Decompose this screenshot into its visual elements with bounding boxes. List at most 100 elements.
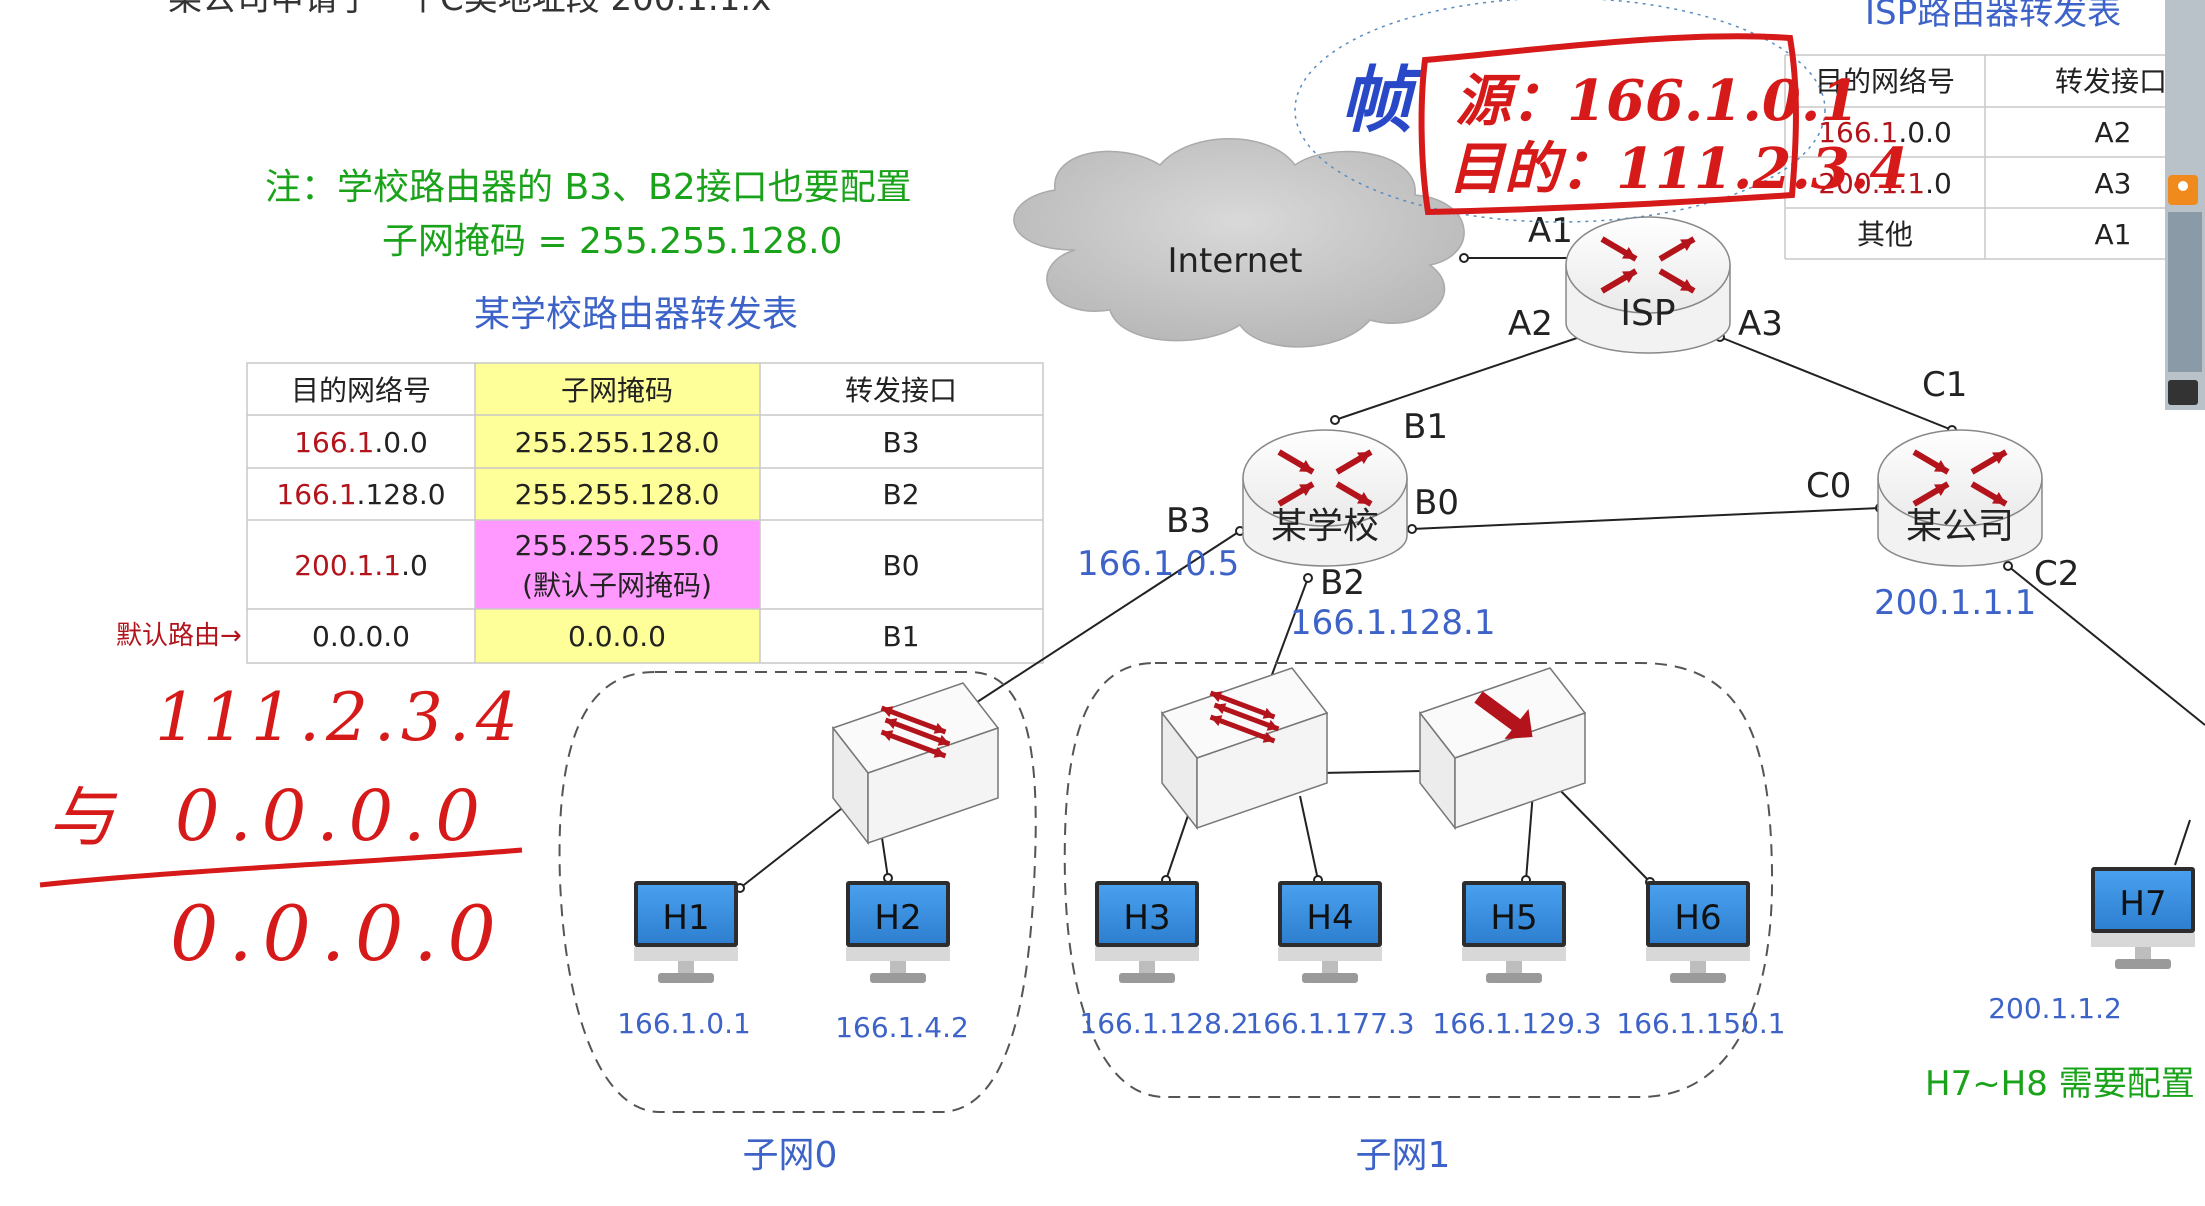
- school-table-title: 某学校路由器转发表: [474, 294, 798, 335]
- school-row2-iface: B2: [882, 478, 919, 511]
- calc-result: 0.0.0.0: [170, 889, 506, 978]
- host-ip: 166.1.177.3: [1245, 1007, 1414, 1040]
- monitor-icon: [1466, 885, 1562, 943]
- router-isp-arrows-icon: [1600, 236, 1696, 294]
- port-b2: B2: [1320, 563, 1365, 603]
- school-row4-mask: 0.0.0.0: [568, 620, 666, 653]
- router-company-label: 某公司: [1906, 506, 2014, 547]
- host-name: H4: [1306, 898, 1353, 938]
- and-calculation: 111.2.3.4 与 0.0.0.0 0.0.0.0: [39, 679, 524, 978]
- host-ip: 166.1.4.2: [835, 1011, 969, 1044]
- internet-label: Internet: [1167, 241, 1302, 281]
- isp-row3-dest: 其他: [1857, 218, 1913, 251]
- school-row1-mask: 255.255.128.0: [515, 426, 720, 459]
- host-h7[interactable]: H7 200.1.1.2: [1988, 867, 2195, 1025]
- host-name: H7: [2119, 884, 2166, 924]
- monitor-icon: [2095, 871, 2191, 929]
- router-school-label: 某学校: [1271, 506, 1379, 547]
- isp-row1-iface: A2: [2095, 116, 2132, 149]
- port-c2: C2: [2034, 554, 2079, 594]
- isp-row1-dest: 166.1.0.0: [1818, 116, 1952, 149]
- subnet0-boundary: [558, 671, 1037, 1113]
- school-row3-dest: 200.1.1.0: [294, 549, 428, 582]
- school-row2-dest: 166.1.128.0: [276, 478, 445, 511]
- frame-annotation: 帧 源：166.1.0.1 目的：111.2.3.4: [1294, 0, 1908, 223]
- subnet1-boundary: [1063, 662, 1774, 1098]
- port-c0: C0: [1806, 466, 1851, 506]
- school-header-mask: 子网掩码: [561, 374, 673, 407]
- switch-subnet0-arrows-icon: [880, 705, 951, 759]
- host-ip: 166.1.0.1: [617, 1007, 751, 1040]
- router-company-arrows-icon: [1912, 449, 2008, 507]
- school-header-dest: 目的网络号: [291, 374, 431, 407]
- isp-table-title: ISP路由器转发表: [1865, 0, 2121, 33]
- monitor-icon: [850, 885, 946, 943]
- ip-b3: 166.1.0.5: [1077, 544, 1239, 584]
- subnet1-label: 子网1: [1356, 1135, 1451, 1176]
- host-h5[interactable]: H5 166.1.129.3: [1432, 881, 1602, 1040]
- router-school-arrows-icon: [1277, 449, 1373, 507]
- switch-subnet1-arrows-icon: [1209, 690, 1280, 744]
- monitor-icon: [1099, 885, 1195, 943]
- mic-icon[interactable]: [2168, 380, 2198, 405]
- school-row3-mask-note: (默认子网掩码): [522, 569, 712, 602]
- video-overlay-strip: [2165, 0, 2205, 410]
- monitor-icon: [638, 885, 734, 943]
- host-name: H6: [1674, 898, 1721, 938]
- school-row3-mask: 255.255.255.0: [515, 529, 720, 562]
- top-caption: 某公司申请了一个C类地址段 200.1.1.x: [168, 0, 771, 19]
- host-h1[interactable]: H1 166.1.0.1: [617, 881, 751, 1040]
- port-c1: C1: [1922, 365, 1967, 405]
- default-route-label: 默认路由→: [116, 621, 242, 651]
- host-name: H5: [1490, 898, 1537, 938]
- host-ip: 166.1.128.2: [1079, 1007, 1248, 1040]
- internet-cloud: Internet: [1013, 138, 1465, 348]
- ip-c2: 200.1.1.1: [1874, 583, 2036, 623]
- h7-note: H7~H8 需要配置: [1925, 1064, 2195, 1104]
- calc-line-1: 111.2.3.4: [155, 679, 524, 756]
- ip-b2: 166.1.128.1: [1290, 603, 1495, 643]
- port-a1: A1: [1528, 211, 1573, 251]
- subnet0-label: 子网0: [743, 1135, 838, 1176]
- isp-forwarding-table: 目的网络号 转发接口 166.1.0.0 A2 200.1.1.0 A3 其他 …: [1784, 54, 2170, 260]
- subnet-boundaries: [558, 662, 1774, 1113]
- host-ip: 200.1.1.2: [1988, 992, 2122, 1025]
- router-school: 某学校: [1242, 429, 1408, 567]
- school-row4-iface: B1: [882, 620, 919, 653]
- isp-row3-iface: A1: [2095, 218, 2132, 251]
- frame-label: 帧: [1340, 57, 1424, 142]
- frame-dst: 目的：111.2.3.4: [1448, 136, 1908, 202]
- host-h4[interactable]: H4 166.1.177.3: [1245, 881, 1415, 1040]
- router-isp: ISP: [1565, 216, 1731, 354]
- school-header-iface: 转发接口: [845, 374, 957, 407]
- dotted-callout: [1294, 0, 1826, 223]
- host-h6[interactable]: H6 166.1.150.1: [1616, 881, 1786, 1040]
- switch-subnet1: [1160, 667, 1329, 831]
- note-line-2: 子网掩码 = 255.255.128.0: [382, 221, 842, 262]
- host-ip: 166.1.150.1: [1616, 1007, 1785, 1040]
- switch-subnet0: [831, 682, 1000, 846]
- school-row4-dest: 0.0.0.0: [312, 620, 410, 653]
- monitor-icon: [1282, 885, 1378, 943]
- calc-underline: [39, 847, 523, 888]
- host-ip: 166.1.129.3: [1432, 1007, 1601, 1040]
- frame-box: [1418, 33, 1799, 216]
- ip-labels: 166.1.0.5 166.1.128.1 200.1.1.1: [1077, 544, 2036, 643]
- switches: [831, 667, 1587, 846]
- routers: ISP 某学校 某公司: [1242, 216, 2043, 567]
- port-a2: A2: [1508, 304, 1553, 344]
- router-company: 某公司: [1877, 429, 2043, 567]
- calc-line-2: 0.0.0.0: [175, 775, 490, 857]
- isp-row2-iface: A3: [2095, 167, 2132, 200]
- isp-row2-dest: 200.1.1.0: [1818, 167, 1952, 200]
- hub-subnet1: [1418, 667, 1587, 831]
- host-name: H1: [662, 898, 709, 938]
- school-row2-mask: 255.255.128.0: [515, 478, 720, 511]
- school-row3-iface: B0: [882, 549, 919, 582]
- isp-header-dest: 目的网络号: [1815, 65, 1955, 98]
- port-b1: B1: [1403, 407, 1448, 447]
